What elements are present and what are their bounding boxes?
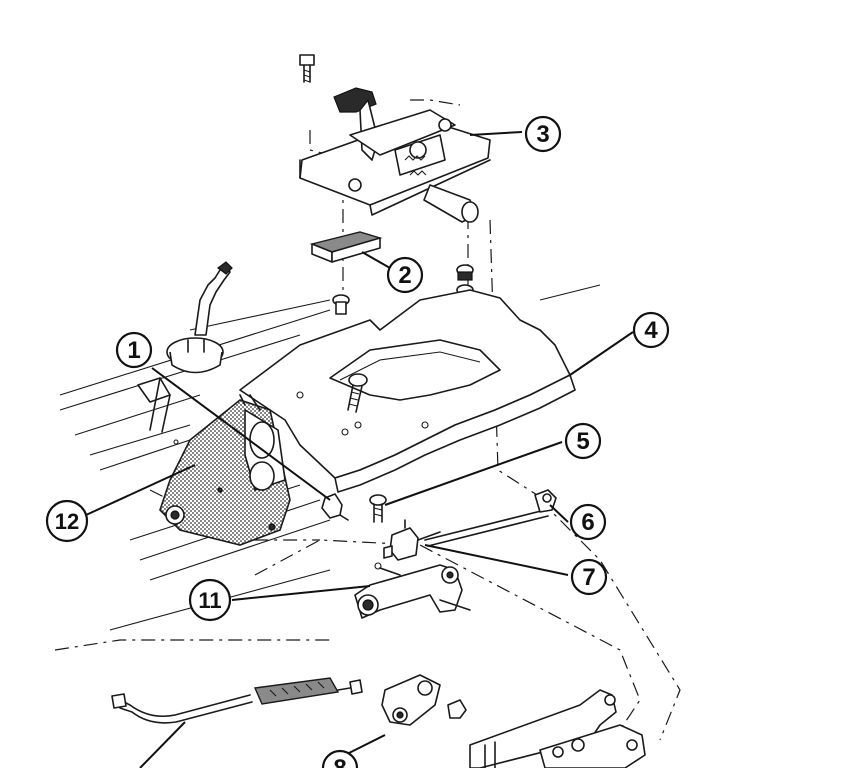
bolt-5 [369,494,387,523]
callout-3: 3 [524,115,562,153]
linkage-rod-6 [424,489,557,547]
callout-2: 2 [386,256,424,294]
bellcrank-11 [354,562,471,619]
callout-5: 5 [564,422,602,460]
callout-4-label: 4 [644,317,658,344]
nut-1 [321,493,349,521]
shift-boot-and-rod [166,261,233,374]
callout-7: 7 [570,558,608,596]
plate-bolt [341,373,368,436]
mounting-bracket [137,377,291,546]
callout-7-label: 7 [582,564,595,591]
lower-shift-rod [111,677,363,724]
callout-8: 8 [321,749,359,768]
leader-lines [85,131,634,768]
shifter-assembly [299,54,491,223]
callout-1: 1 [115,331,153,369]
bolt-top [299,54,315,83]
pad-part [309,231,383,263]
callout-6: 6 [569,503,607,541]
small-fasteners [321,493,387,523]
callout-12: 12 [45,499,89,543]
callout-11-label: 11 [198,588,221,613]
callout-12-label: 12 [55,509,79,534]
phantom-lines [54,99,681,761]
callout-1-label: 1 [127,337,140,364]
lower-mount-bracket [469,689,646,768]
callout-2-label: 2 [398,262,411,289]
callout-8-label: 8 [333,755,346,768]
callout-5-label: 5 [576,428,589,455]
link-plate-8 [381,674,467,726]
swivel-7 [383,519,441,561]
cover-plate [239,289,576,493]
callout-6-label: 6 [581,509,594,536]
callout-11: 11 [188,578,232,622]
callout-4: 4 [632,311,670,349]
callout-3-label: 3 [536,121,549,148]
